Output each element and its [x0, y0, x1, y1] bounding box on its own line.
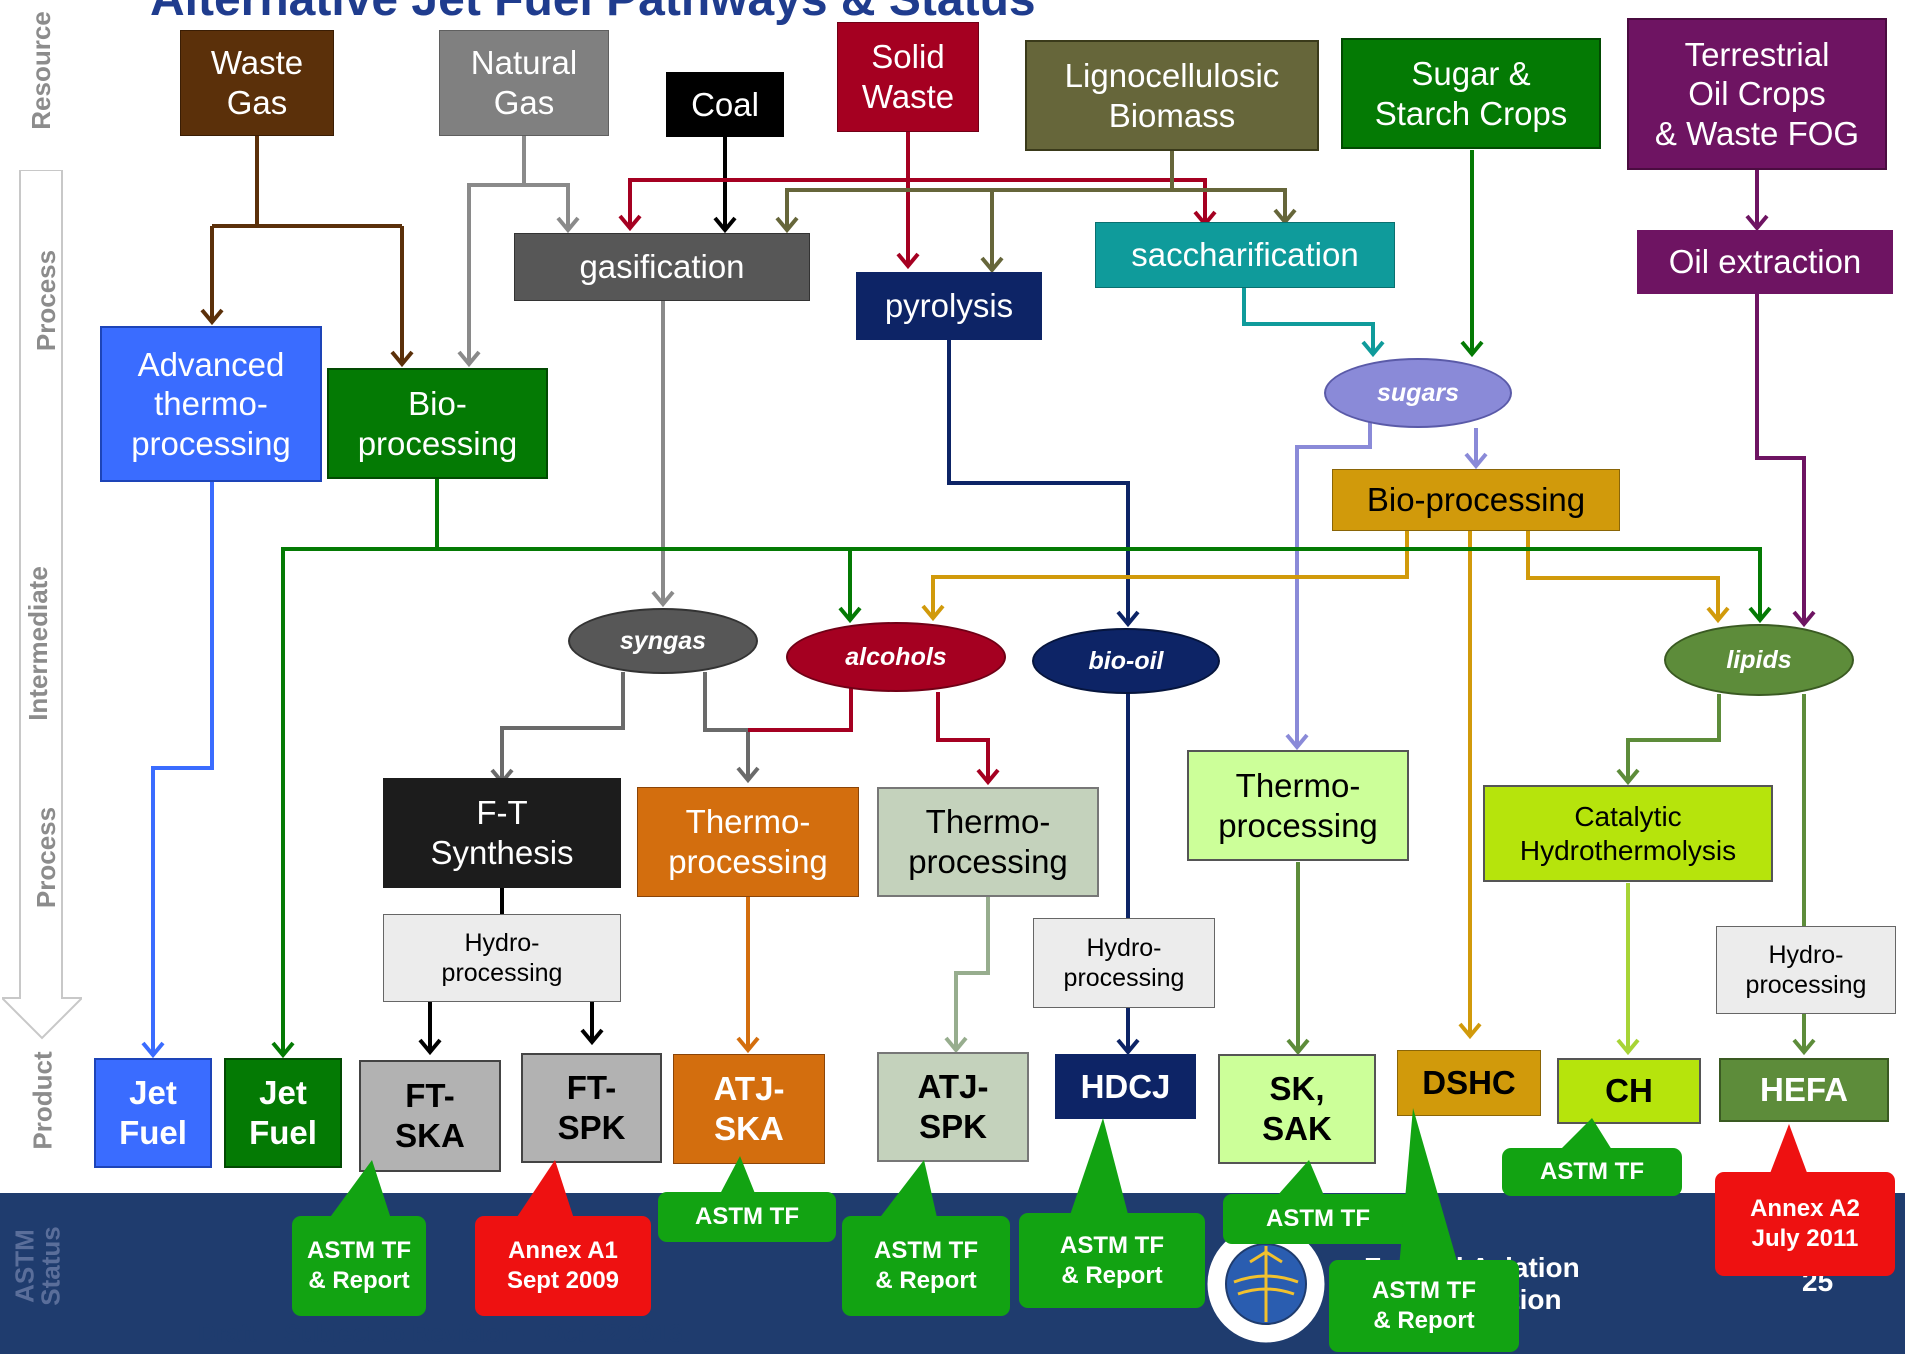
wire-wastegas — [210, 136, 404, 364]
status-text-atj-spk: ASTM TF & Report — [842, 1216, 1010, 1316]
resource-solid-waste: Solid Waste — [837, 22, 979, 132]
wire-biooil-hdcj — [1116, 686, 1140, 1056]
process-pyrolysis: pyrolysis — [856, 272, 1042, 340]
status-callout-atj-spk: ASTM TF & Report — [842, 1160, 1010, 1320]
wire-sugars-bioproc — [1285, 422, 1488, 751]
resource-sugar-starch: Sugar & Starch Crops — [1341, 38, 1601, 149]
status-callout-hefa: Annex A2 July 2011 — [1715, 1124, 1895, 1280]
intermediate-lipids: lipids — [1664, 624, 1854, 696]
wire-lipids-out — [1616, 694, 1816, 1056]
wire-natgas — [467, 136, 570, 364]
process-advanced-thermo: Advanced thermo- processing — [100, 326, 322, 482]
status-callout-hdcj: ASTM TF & Report — [1019, 1118, 1205, 1308]
status-callout-atj-ska: ASTM TF — [658, 1156, 838, 1244]
draft-notice: Draft – Subject to Revision – Oct 22 201… — [198, 1320, 683, 1348]
status-text-hefa: Annex A2 July 2011 — [1715, 1172, 1895, 1276]
process-gasification: gasification — [514, 233, 810, 301]
intermediate-syngas: syngas — [568, 608, 758, 674]
wire-gasification-syngas — [651, 300, 675, 608]
status-text-ft-ska: ASTM TF & Report — [292, 1216, 426, 1316]
wire-bioproc-right — [921, 530, 1730, 1040]
status-text-sk-sak: ASTM TF — [1223, 1194, 1413, 1244]
row-label-astm-status: ASTM Status — [9, 1226, 66, 1306]
product-ch: CH — [1557, 1058, 1701, 1124]
status-callout-ft-spk: Annex A1 Sept 2009 — [475, 1160, 651, 1320]
process-bio-processing-right: Bio-processing — [1332, 469, 1620, 531]
wire-bioproc-left — [271, 478, 1772, 1059]
status-callout-dshc: ASTM TF & Report — [1329, 1108, 1519, 1354]
process-bio-processing-left: Bio- processing — [327, 368, 548, 479]
process-thermo-atj-spk: Thermo- processing — [877, 787, 1099, 897]
wire-thermo-atjspk — [944, 895, 990, 1054]
wire-oilcrops — [1745, 170, 1816, 628]
wire-pyrolysis-biooil — [947, 340, 1140, 628]
product-jet-fuel-green: Jet Fuel — [224, 1058, 342, 1168]
row-label-resource: Resource — [25, 11, 56, 130]
status-text-dshc: ASTM TF & Report — [1329, 1260, 1519, 1352]
arrow-natgas — [457, 216, 580, 368]
intermediate-bio-oil: bio-oil — [1032, 628, 1220, 694]
resource-coal: Coal — [666, 72, 784, 137]
status-text-ch: ASTM TF — [1502, 1148, 1682, 1196]
product-jet-fuel-blue: Jet Fuel — [94, 1058, 212, 1168]
wire-solidwaste — [628, 132, 1207, 266]
process-thermo-sk: Thermo- processing — [1187, 750, 1409, 861]
resource-oil-crops: Terrestrial Oil Crops & Waste FOG — [1627, 18, 1887, 170]
product-ft-spk: FT- SPK — [521, 1053, 662, 1163]
status-callout-ft-ska: ASTM TF & Report — [292, 1160, 430, 1320]
wire-syngas-out — [490, 672, 760, 786]
process-hydro-hdcj: Hydro- processing — [1033, 918, 1215, 1008]
intermediate-sugars: sugars — [1324, 358, 1512, 428]
product-hdcj: HDCJ — [1055, 1054, 1196, 1119]
process-hydro-hefa: Hydro- processing — [1716, 926, 1896, 1014]
resource-natural-gas: Natural Gas — [439, 30, 609, 136]
wire-thermo-atjska — [736, 895, 760, 1054]
wire-alcohols — [748, 682, 1000, 786]
product-atj-spk: ATJ- SPK — [877, 1052, 1029, 1162]
status-text-hdcj: ASTM TF & Report — [1019, 1213, 1205, 1308]
process-hydro-ft: Hydro- processing — [383, 914, 621, 1002]
row-label-product: Product — [27, 1051, 58, 1150]
process-catalytic-htl: Catalytic Hydrothermolysis — [1483, 785, 1773, 882]
wire-sacch-sugars — [1242, 286, 1385, 358]
page-title: Alternative Jet Fuel Pathways & Status — [150, 0, 1036, 27]
wire-advthermo-jet — [141, 482, 214, 1059]
process-saccharification: saccharification — [1095, 222, 1395, 288]
product-atj-ska: ATJ- SKA — [673, 1054, 825, 1164]
status-callout-sk-sak: ASTM TF — [1223, 1160, 1413, 1244]
wire-cat-ch — [1616, 883, 1640, 1056]
process-thermo-atj-ska: Thermo- processing — [637, 787, 859, 897]
wire-ft-hydro — [418, 886, 604, 1056]
product-ft-ska: FT- SKA — [359, 1060, 501, 1172]
wire-sugarcrops — [1460, 150, 1484, 358]
process-oil-extraction: Oil extraction — [1637, 230, 1893, 294]
wire-coal — [713, 137, 737, 234]
product-sk-sak: SK, SAK — [1218, 1054, 1376, 1164]
status-callout-ch: ASTM TF — [1502, 1118, 1682, 1196]
process-ft-synthesis: F-T Synthesis — [383, 778, 621, 888]
resource-lignocellulosic: Lignocellulosic Biomass — [1025, 40, 1319, 151]
down-arrow-icon — [2, 170, 82, 1040]
wire-ligno — [785, 151, 1287, 270]
product-dshc: DSHC — [1397, 1050, 1541, 1116]
resource-waste-gas: Waste Gas — [180, 30, 334, 136]
faa-seal-icon — [1204, 1222, 1328, 1346]
wire-thermo-sk — [1286, 862, 1310, 1056]
product-hefa: HEFA — [1719, 1058, 1889, 1122]
status-text-ft-spk: Annex A1 Sept 2009 — [475, 1216, 651, 1316]
arrow-wastegas-adv — [200, 308, 414, 368]
intermediate-alcohols: alcohols — [786, 622, 1006, 692]
status-text-atj-ska: ASTM TF — [658, 1192, 836, 1242]
